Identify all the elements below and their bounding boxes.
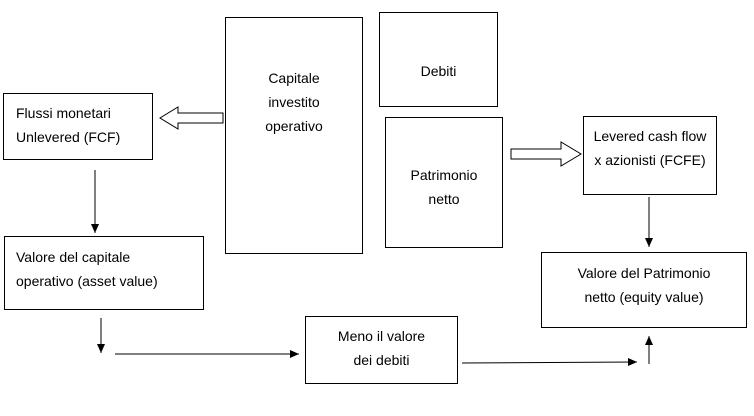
arrow-right-icon (461, 358, 638, 367)
asset-value-label: Valore del capitale operativo (asset val… (16, 249, 158, 289)
debiti-box: Debiti (379, 12, 498, 107)
fcfe-label: Levered cash flow x azionisti (FCFE) (593, 128, 707, 168)
debiti-label: Debiti (420, 63, 457, 79)
hollow-arrow-left-icon (159, 106, 224, 130)
capitale-investito-box: Capitale investito operativo (225, 17, 363, 254)
equity-value-box: Valore del Patrimonio netto (equity valu… (541, 252, 747, 328)
hollow-arrow-right-icon (510, 141, 582, 167)
patrimonio-netto-label: Patrimonio netto (410, 167, 478, 207)
capitale-investito-label: Capitale investito operativo (265, 70, 323, 134)
fcfe-box: Levered cash flow x azionisti (FCFE) (583, 116, 717, 195)
meno-debiti-box: Meno il valore dei debiti (305, 316, 458, 384)
meno-debiti-label: Meno il valore dei debiti (337, 328, 426, 368)
asset-value-box: Valore del capitale operativo (asset val… (4, 236, 204, 310)
equity-value-label: Valore del Patrimonio netto (equity valu… (577, 265, 711, 305)
fcf-label: Flussi monetari Unlevered (FCF) (16, 105, 121, 145)
patrimonio-netto-box: Patrimonio netto (385, 117, 503, 248)
fcf-box: Flussi monetari Unlevered (FCF) (3, 93, 153, 160)
